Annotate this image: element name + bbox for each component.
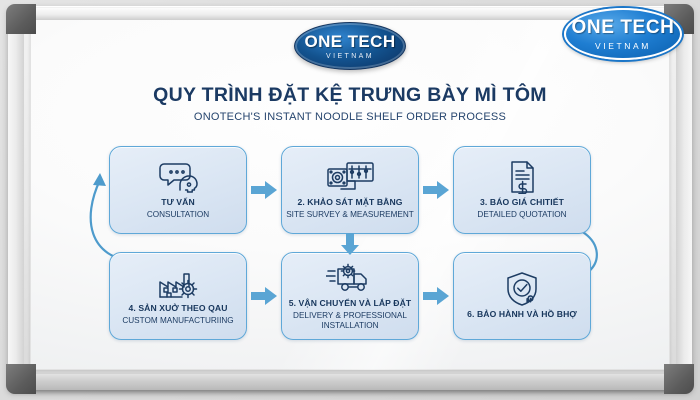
step-card-1-title-en: CONSULTATION bbox=[146, 210, 210, 220]
step-card-5-title-vi: 5. VẬN CHUYỂN VÀ LẮP ĐẶT bbox=[288, 298, 412, 309]
step-card-2[interactable]: 2. KHẢO SÁT MẶT BẰNG SITE SURVEY & MEASU… bbox=[281, 146, 419, 234]
frame-corner-top-left bbox=[6, 4, 36, 34]
page-title: QUY TRÌNH ĐẶT KỆ TRƯNG BÀY MÌ TÔM bbox=[153, 84, 547, 106]
step-card-3-title-vi: 3. BÁO GIÁ CHITIẾT bbox=[480, 197, 564, 208]
shield-check-icon bbox=[504, 271, 540, 306]
step-card-2-title-vi: 2. KHẢO SÁT MẶT BẰNG bbox=[297, 197, 403, 208]
step-card-6[interactable]: 6. BẢO HÀNH VÀ HỒ BHỢ bbox=[453, 252, 591, 340]
vertical-connector-row bbox=[0, 233, 700, 255]
process-row-bottom: 4. SẢN XUỞ THEO QAU CUSTOM MANUFACTURIIN… bbox=[0, 252, 700, 340]
delivery-truck-gear-icon bbox=[326, 261, 374, 295]
arrow-step2-to-step3 bbox=[419, 181, 453, 199]
one-tech-logo-corner: ONE TECH VIETNAM bbox=[564, 8, 682, 60]
one-tech-logo-center: ONE TECH VIETNAM bbox=[294, 22, 406, 70]
arrow-step4-to-step5 bbox=[247, 287, 281, 305]
step-card-6-title-vi: 6. BẢO HÀNH VÀ HỒ BHỢ bbox=[467, 308, 577, 319]
frame-corner-bottom-left bbox=[6, 364, 36, 394]
step-card-1-title-vi: TƯ VẤN bbox=[161, 197, 195, 208]
logo-center-country: VIETNAM bbox=[326, 53, 374, 60]
step-card-1[interactable]: TƯ VẤN CONSULTATION bbox=[109, 146, 247, 234]
blueprint-measurement-icon bbox=[325, 160, 375, 194]
frame-rail-left bbox=[8, 10, 24, 384]
frame-rail-bottom bbox=[10, 374, 690, 390]
step-card-3[interactable]: 3. BÁO GIÁ CHITIẾT DETAILED QUOTATION bbox=[453, 146, 591, 234]
arrow-step1-to-step2 bbox=[247, 181, 281, 199]
step-card-5-title-en: DELIVERY & PROFESSIONAL INSTALLATION bbox=[293, 311, 407, 331]
logo-corner-name: ONE TECH bbox=[571, 17, 675, 38]
process-flow: TƯ VẤN CONSULTATION bbox=[0, 146, 700, 340]
quotation-document-icon bbox=[505, 160, 539, 195]
step-card-3-title-en: DETAILED QUOTATION bbox=[477, 210, 567, 220]
step-card-4-title-en: CUSTOM MANUFACTURIING bbox=[122, 316, 234, 326]
logo-center-name: ONE TECH bbox=[304, 32, 396, 51]
step-card-5[interactable]: 5. VẬN CHUYỂN VÀ LẮP ĐẶT DELIVERY & PROF… bbox=[281, 252, 419, 340]
logo-corner-country: VIETNAM bbox=[595, 41, 651, 51]
step-card-4-title-vi: 4. SẢN XUỞ THEO QAU bbox=[128, 303, 228, 314]
arrow-step5-to-step6 bbox=[419, 287, 453, 305]
step-card-4[interactable]: 4. SẢN XUỞ THEO QAU CUSTOM MANUFACTURIIN… bbox=[109, 252, 247, 340]
step-card-2-title-en: SITE SURVEY & MEASUREMENT bbox=[286, 210, 414, 220]
speech-bubble-person-icon bbox=[156, 160, 200, 194]
heading-block: QUY TRÌNH ĐẶT KỆ TRƯNG BÀY MÌ TÔM ONOTEC… bbox=[0, 84, 700, 123]
factory-gear-icon bbox=[156, 266, 200, 300]
arrow-step2-to-step5 bbox=[341, 233, 359, 255]
frame-rail-right bbox=[676, 10, 692, 384]
frame-corner-bottom-right bbox=[664, 364, 694, 394]
frame-rail-top bbox=[10, 8, 690, 20]
page-subtitle: ONOTECH'S INSTANT NOODLE SHELF ORDER PRO… bbox=[193, 111, 507, 123]
process-row-top: TƯ VẤN CONSULTATION bbox=[0, 146, 700, 234]
